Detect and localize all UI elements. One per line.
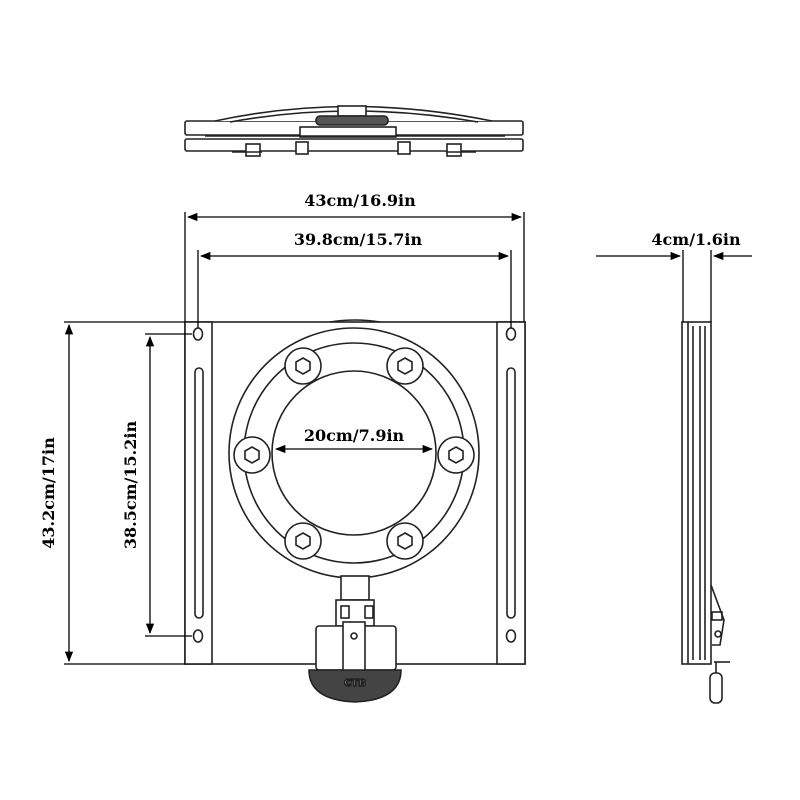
mounting-hole-bottom-right <box>505 629 517 643</box>
right-rail <box>496 321 526 665</box>
overall-height-label: 43.2cm/17in <box>39 437 58 549</box>
bolt-icon <box>284 347 322 385</box>
left-rail <box>184 321 213 665</box>
hole-spacing-height-label: 38.5cm/15.2in <box>121 421 140 550</box>
top-view <box>184 105 524 157</box>
overall-width-label: 43cm/16.9in <box>304 191 416 210</box>
ring-diameter-label: 20cm/7.9in <box>304 426 405 445</box>
bolt-icon <box>284 522 322 560</box>
dimension-lines <box>64 212 752 665</box>
bolt-icon <box>386 347 424 385</box>
release-lever: CTB <box>308 575 402 703</box>
hole-spacing-width-label: 39.8cm/15.7in <box>294 230 423 249</box>
front-view: CTB <box>184 319 526 703</box>
bolt-icon <box>437 436 475 474</box>
bolts <box>233 347 475 560</box>
mounting-hole-bottom-left <box>192 629 204 643</box>
side-lever-handle <box>709 672 723 704</box>
thickness-label: 4cm/1.6in <box>651 230 741 249</box>
side-view <box>681 321 730 704</box>
bolt-icon <box>233 436 271 474</box>
logo-text: CTB <box>344 678 366 689</box>
bolt-icon <box>386 522 424 560</box>
ring-center-opening <box>271 370 437 536</box>
lever-handle <box>308 669 402 703</box>
